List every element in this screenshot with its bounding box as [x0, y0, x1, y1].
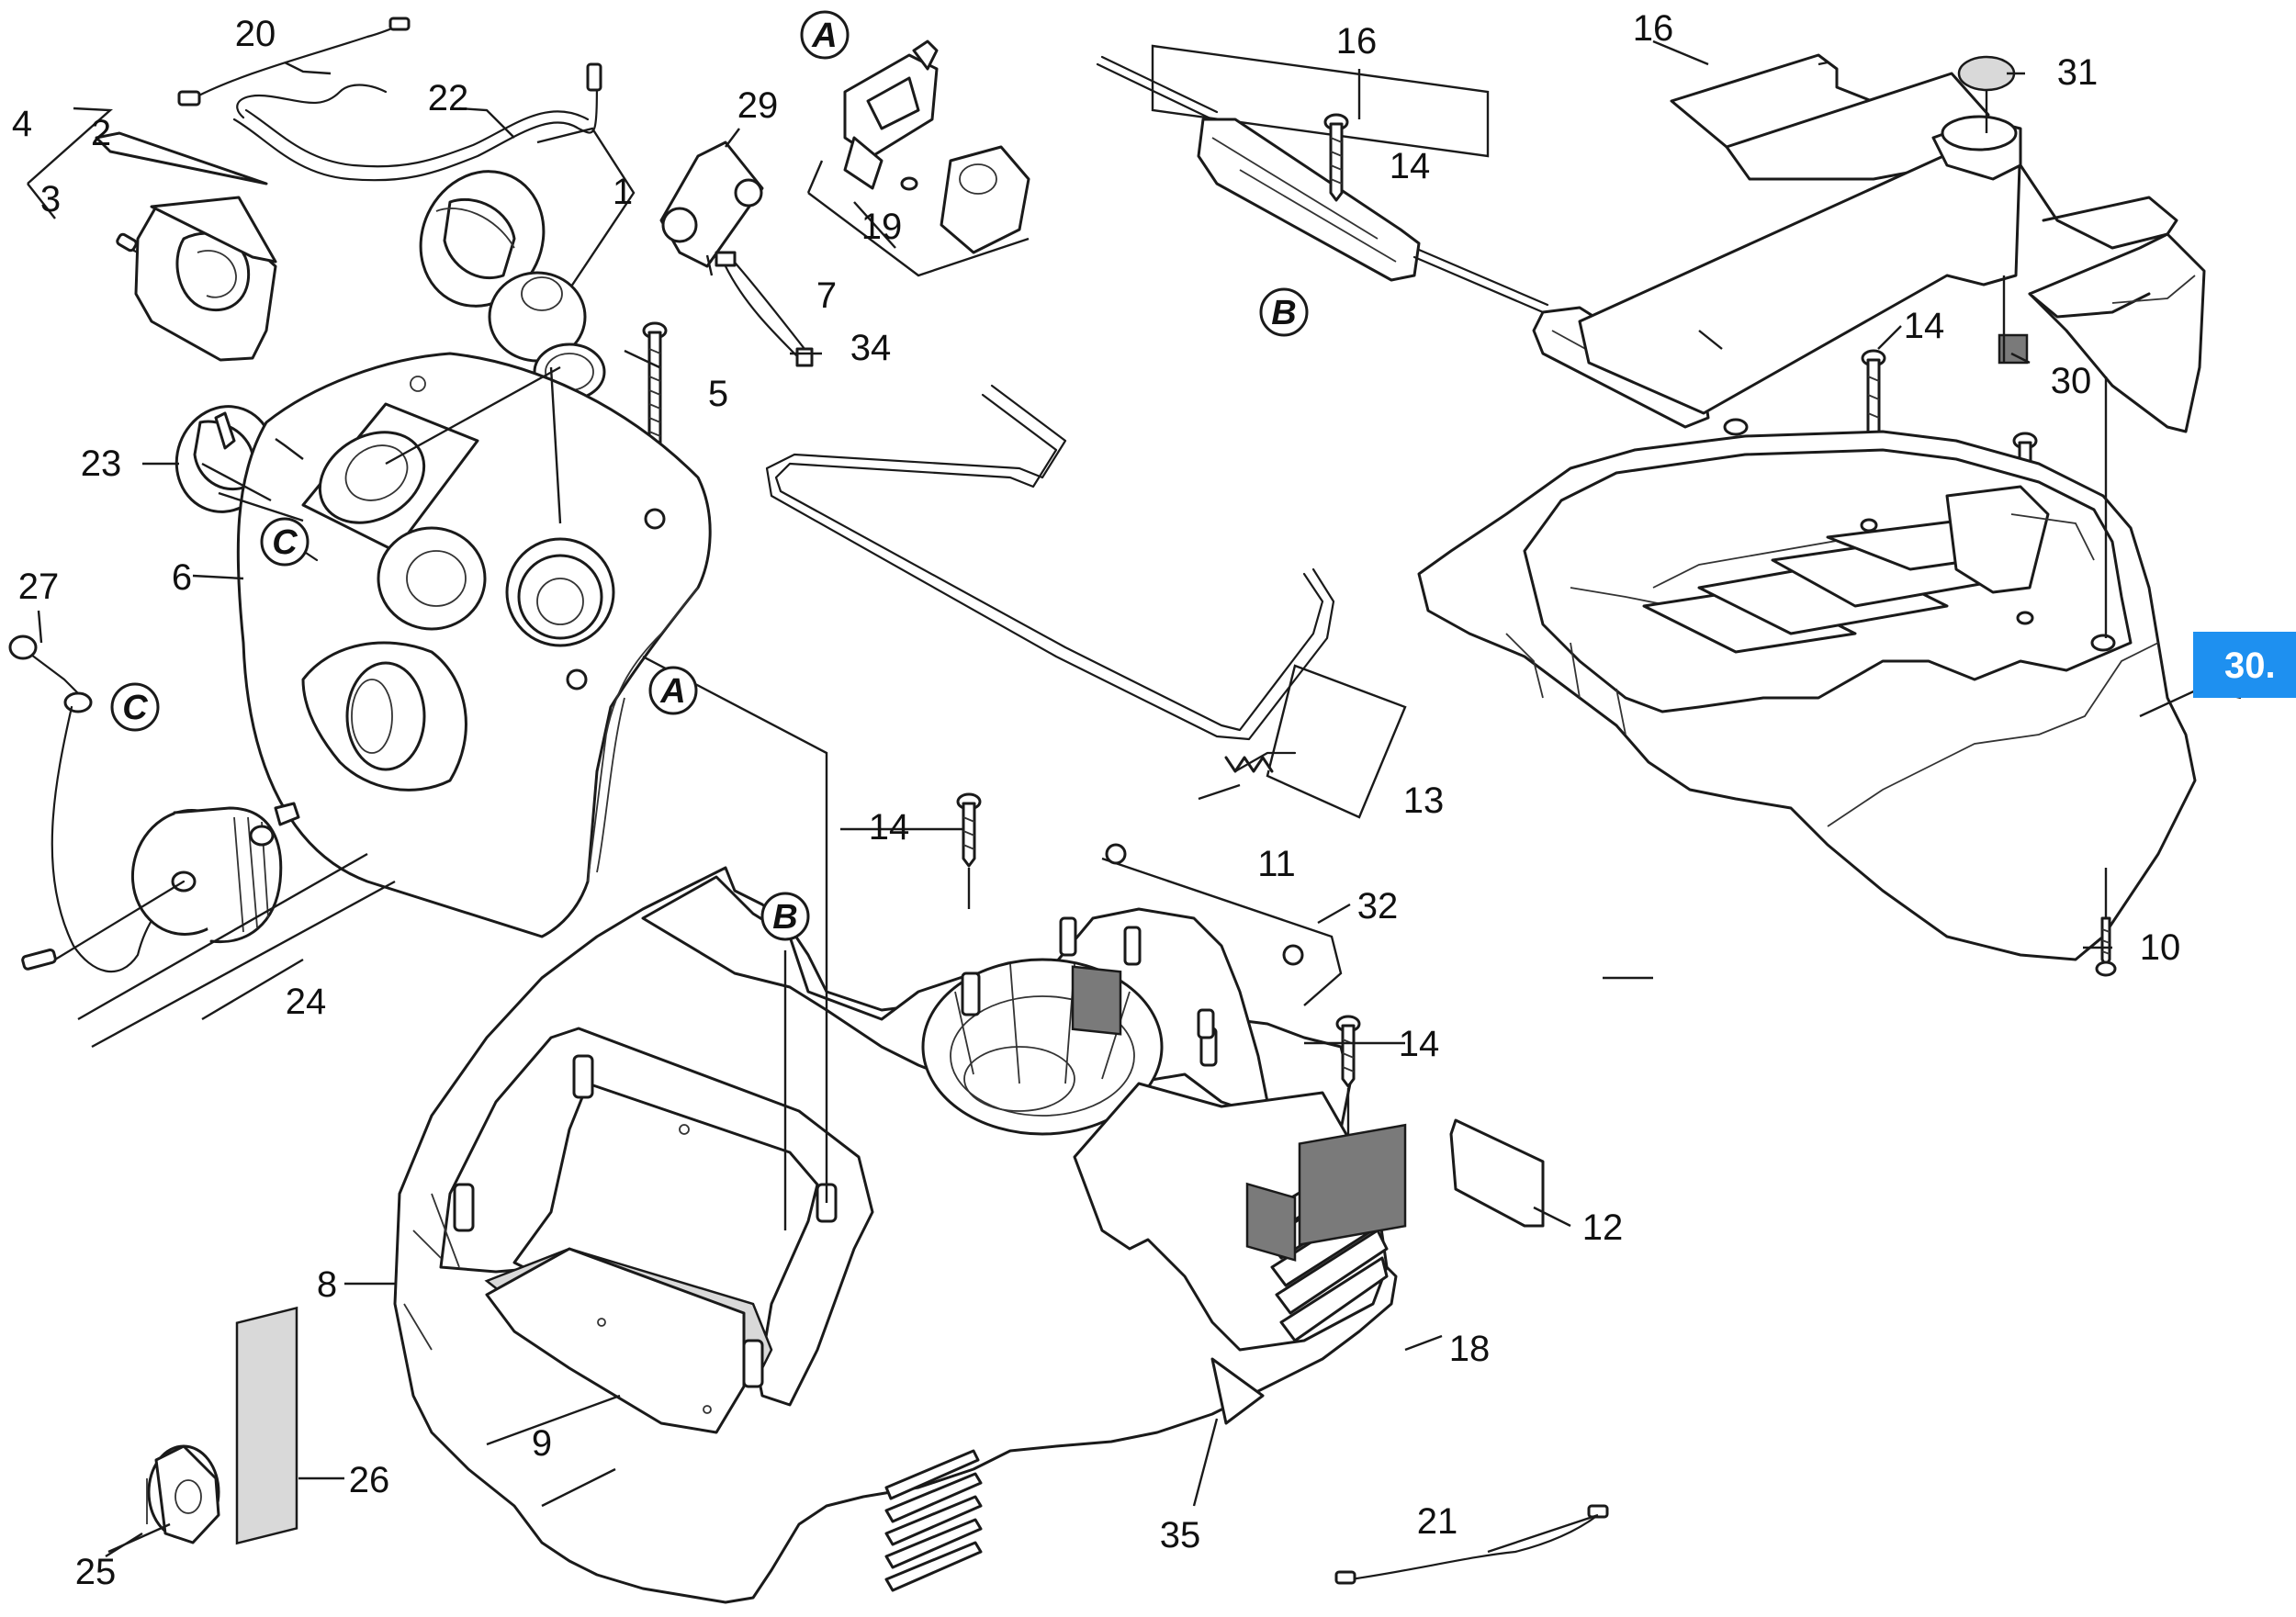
- switch-assembly-7: [806, 39, 1030, 277]
- ref-a-mid: A: [648, 666, 698, 715]
- screw-14-lower: [1335, 1015, 1361, 1139]
- svg-text:B: B: [772, 898, 797, 937]
- carry-handle-30: [1578, 53, 2206, 433]
- svg-text:B: B: [1271, 294, 1296, 332]
- top-lid-30: [1417, 418, 2197, 961]
- callout-3[interactable]: 3: [40, 179, 61, 219]
- screw-10: [2095, 916, 2117, 977]
- callout-16-right[interactable]: 16: [1633, 8, 1674, 49]
- callout-22[interactable]: 22: [428, 78, 469, 118]
- callout-24[interactable]: 24: [286, 982, 327, 1022]
- ref-c-left: C: [110, 682, 160, 732]
- svg-text:C: C: [122, 689, 148, 727]
- callout-14-right[interactable]: 14: [1904, 306, 1945, 346]
- socket-cover-2: [27, 107, 277, 362]
- label-12: [1449, 1118, 1545, 1228]
- callout-14-lower[interactable]: 14: [1399, 1024, 1440, 1064]
- callout-4[interactable]: 4: [12, 104, 32, 144]
- callout-35[interactable]: 35: [1160, 1515, 1201, 1555]
- callout-2[interactable]: 2: [91, 113, 111, 153]
- filter-18: [1298, 1123, 1407, 1246]
- highlight-label: 30.: [2224, 646, 2276, 686]
- callout-34[interactable]: 34: [850, 328, 892, 368]
- wire-frame-13: [765, 384, 1407, 819]
- screw-14: [1323, 113, 1349, 202]
- callout-8[interactable]: 8: [317, 1264, 337, 1305]
- label-disc-31: [1957, 55, 2016, 92]
- hose-22: [232, 62, 602, 182]
- callout-1[interactable]: 1: [613, 172, 633, 212]
- callout-27[interactable]: 27: [18, 567, 60, 607]
- callout-21[interactable]: 21: [1417, 1501, 1458, 1542]
- filter-32: [1245, 944, 1304, 1262]
- ref-b-mid: B: [760, 892, 810, 941]
- ref-c-top: C: [260, 517, 310, 567]
- callout-5[interactable]: 5: [708, 374, 728, 414]
- ref-a-top: A: [800, 10, 850, 60]
- callout-20[interactable]: 20: [235, 14, 276, 54]
- callout-19[interactable]: 19: [861, 207, 903, 247]
- cable-20: [177, 17, 411, 107]
- highlight-box: [2193, 632, 2296, 698]
- plug-assembly-24: [8, 634, 396, 1049]
- front-panel-6: [236, 352, 712, 938]
- svg-text:A: A: [811, 17, 837, 55]
- pcb-29: [659, 140, 814, 367]
- callout-14-top[interactable]: 14: [1390, 146, 1431, 186]
- main-body-8: [393, 866, 1398, 1604]
- callout-25[interactable]: 25: [75, 1552, 117, 1592]
- callout-30[interactable]: 30: [2051, 361, 2092, 401]
- callout-31[interactable]: 31: [2057, 52, 2099, 93]
- tank-cap-1: [419, 127, 636, 401]
- cable-21: [1334, 1504, 1609, 1585]
- highlighted-callout-30[interactable]: 30.: [2193, 632, 2296, 698]
- callout-18[interactable]: 18: [1449, 1329, 1491, 1369]
- callout-13[interactable]: 13: [1403, 780, 1445, 821]
- callout-7[interactable]: 7: [816, 275, 837, 316]
- callout-16-left[interactable]: 16: [1336, 21, 1378, 62]
- grommet-25: [107, 1444, 220, 1554]
- callout-12[interactable]: 12: [1582, 1207, 1624, 1248]
- callout-10[interactable]: 10: [2140, 927, 2181, 968]
- callout-29[interactable]: 29: [737, 85, 779, 126]
- filter-mat-26: [235, 1306, 298, 1545]
- filter-11: [1071, 843, 1343, 1036]
- svg-text:A: A: [659, 672, 685, 711]
- callout-6[interactable]: 6: [172, 557, 192, 598]
- ref-b-top: B: [1259, 287, 1309, 337]
- callout-26[interactable]: 26: [349, 1460, 390, 1500]
- svg-text:C: C: [272, 523, 298, 562]
- callout-14-center[interactable]: 14: [869, 807, 910, 848]
- callout-9[interactable]: 9: [532, 1423, 552, 1464]
- callout-23[interactable]: 23: [81, 444, 122, 484]
- callout-11[interactable]: 11: [1257, 844, 1296, 884]
- screw-14-center: [956, 792, 982, 909]
- callout-32[interactable]: 32: [1357, 886, 1399, 926]
